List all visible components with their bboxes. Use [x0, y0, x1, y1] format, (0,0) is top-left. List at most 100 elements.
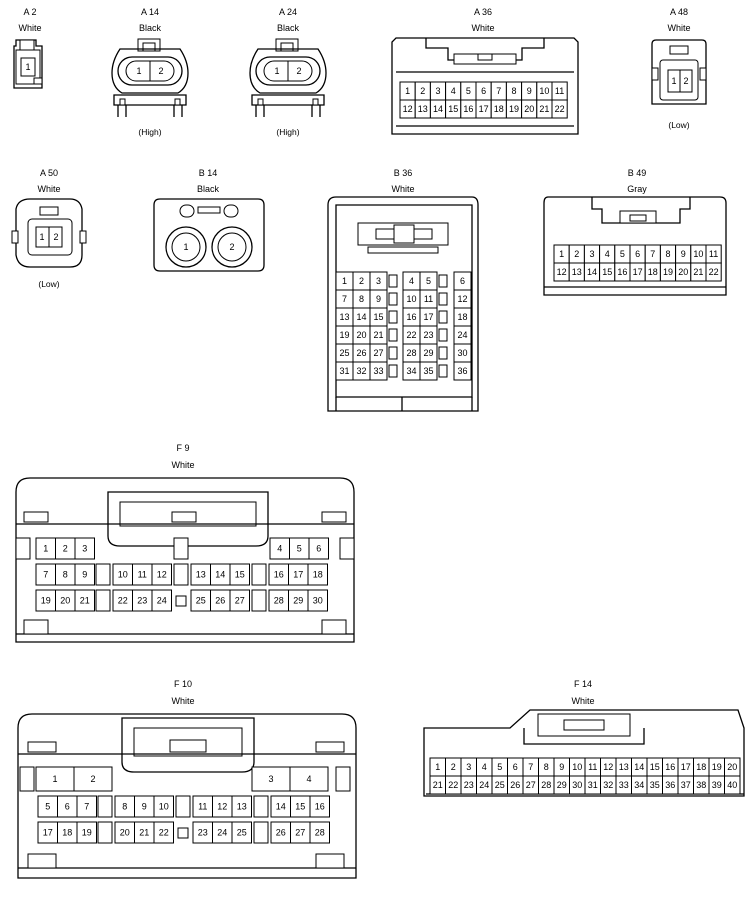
- b36-pin: 18: [457, 312, 467, 322]
- b49-pin: 15: [602, 267, 612, 277]
- f14-pin: 36: [665, 780, 675, 790]
- f14-pin: 2: [451, 762, 456, 772]
- a36-pin: 20: [524, 104, 534, 114]
- b49-pin: 20: [678, 267, 688, 277]
- connector-a14: 1 2: [106, 37, 196, 127]
- b36-pin: 2: [359, 276, 364, 286]
- b36-pin: 35: [423, 366, 433, 376]
- b36-pin: 6: [460, 276, 465, 286]
- f10-pin: 23: [198, 828, 208, 838]
- b36-pin: 8: [359, 294, 364, 304]
- b36-spacer: [388, 274, 398, 288]
- a36-pin-cell: [551, 99, 568, 119]
- f10-pin-cell: [309, 795, 330, 818]
- f14-pin: 28: [541, 780, 551, 790]
- a36-pin: 10: [539, 86, 549, 96]
- f14-pin: 11: [588, 762, 597, 772]
- b36-pin: 30: [457, 348, 467, 358]
- f14-pin: 6: [513, 762, 518, 772]
- b36-pin: 5: [426, 276, 431, 286]
- f10-spacer: [97, 795, 113, 818]
- b36-spacer: [388, 310, 398, 324]
- f9-pin: 14: [215, 570, 225, 580]
- a36-pin: 21: [539, 104, 549, 114]
- f14-pin: 35: [650, 780, 660, 790]
- f9-pin: 28: [274, 596, 284, 606]
- f10-pin: 1: [52, 774, 57, 784]
- b36-pin: 28: [406, 348, 416, 358]
- a36-pin: 9: [527, 86, 532, 96]
- f9-pin: 17: [293, 570, 303, 580]
- f10-pin: 24: [217, 828, 227, 838]
- a36-pin: 17: [479, 104, 489, 114]
- a48-color: White: [667, 23, 691, 33]
- f10-spacer: [253, 795, 269, 818]
- f10-pin: 5: [45, 802, 50, 812]
- f9-pin: 12: [157, 570, 167, 580]
- f9-id: F 9: [176, 443, 190, 453]
- b36-spacer: [438, 310, 448, 324]
- f14-pin: 9: [559, 762, 564, 772]
- b49-pin: 21: [693, 267, 703, 277]
- f9-pin-cell: [229, 589, 250, 612]
- f9-pin: 11: [138, 570, 147, 580]
- b14-color: Black: [196, 184, 219, 194]
- b36-pin: 1: [342, 276, 347, 286]
- b49-pin: 18: [648, 267, 658, 277]
- f10-pin: 21: [139, 828, 149, 838]
- b36-pin: 17: [423, 312, 433, 322]
- a14-id: A 14: [140, 7, 160, 17]
- f10-pin: 18: [62, 828, 72, 838]
- f14-pin: 16: [665, 762, 675, 772]
- f14-pin: 38: [696, 780, 706, 790]
- f14-pin: 7: [528, 762, 533, 772]
- b36-pin: 32: [356, 366, 366, 376]
- b36-pin: 29: [423, 348, 433, 358]
- b49-pin: 4: [605, 249, 610, 259]
- f14-pin: 14: [634, 762, 644, 772]
- b36-pin: 34: [406, 366, 416, 376]
- f10-pin-cell: [153, 821, 174, 844]
- b36-pin: 23: [423, 330, 433, 340]
- b36-pin: 9: [376, 294, 381, 304]
- f9-pin: 16: [274, 570, 284, 580]
- f9-pin: 30: [313, 596, 323, 606]
- f9-spacer: [15, 537, 31, 560]
- b36-pin: 10: [406, 294, 416, 304]
- f9-pin: 8: [63, 570, 68, 580]
- a48-pin-1: 1: [671, 76, 676, 86]
- b49-pin: 2: [574, 249, 579, 259]
- f10-pin-cell: [76, 821, 97, 844]
- f10-pin-cell: [289, 766, 329, 792]
- f9-pin: 26: [215, 596, 225, 606]
- f9-pin: 20: [60, 596, 70, 606]
- a24-pin-1: 1: [274, 66, 279, 76]
- b36-pin-cell: [369, 361, 388, 381]
- b49-id: B 49: [627, 168, 647, 178]
- f10-spacer: [175, 795, 191, 818]
- a48-note: (Low): [668, 120, 690, 130]
- b49-pin: 10: [693, 249, 703, 259]
- f14-pin: 27: [526, 780, 536, 790]
- b36-spacer: [438, 328, 448, 342]
- a2-id: A 2: [23, 7, 37, 17]
- f9-pin: 9: [82, 570, 87, 580]
- f14-pin: 24: [479, 780, 489, 790]
- a36-pin: 13: [418, 104, 428, 114]
- f14-color: White: [571, 696, 595, 706]
- a50-note: (Low): [38, 279, 60, 289]
- f9-pin: 4: [277, 544, 282, 554]
- f14-pin: 37: [681, 780, 691, 790]
- f10-color: White: [171, 696, 195, 706]
- b36-pin: 25: [339, 348, 349, 358]
- f14-pin: 8: [544, 762, 549, 772]
- b36-pin-cell: [419, 361, 438, 381]
- b36-pin: 20: [356, 330, 366, 340]
- f14-pin: 29: [557, 780, 567, 790]
- f10-pin-cell: [73, 766, 113, 792]
- f14-pin: 30: [572, 780, 582, 790]
- f14-pin: 31: [588, 780, 598, 790]
- b49-pin: 12: [557, 267, 567, 277]
- f9-pin: 18: [313, 570, 323, 580]
